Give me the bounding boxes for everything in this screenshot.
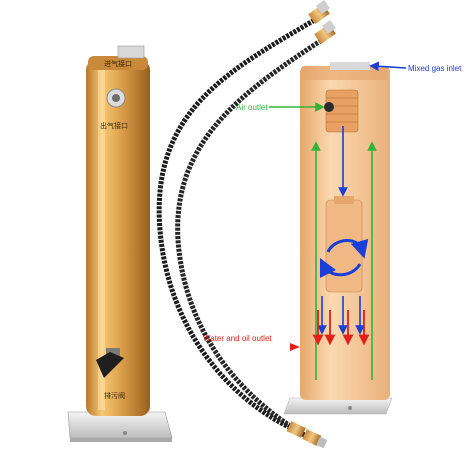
hose-fitting-bottom-1 <box>286 421 306 438</box>
air-outlet-port <box>324 102 334 112</box>
body-mid-marking: 出气接口 <box>100 121 128 130</box>
valve-handle[interactable] <box>96 352 124 378</box>
flow-arrows-red <box>312 310 370 346</box>
water-oil-outlet-arrow <box>290 343 300 351</box>
cylinder-highlight <box>98 66 105 410</box>
high-pressure-hoses <box>156 15 327 441</box>
top-bracket <box>117 45 145 59</box>
cutaway-mounting-hole <box>348 406 352 410</box>
swirl-arrow-icon <box>326 238 369 259</box>
mounting-hole <box>123 431 127 435</box>
outlet-fitting-bore <box>112 94 120 102</box>
hose-1 <box>156 15 320 433</box>
hose-fitting-top-1 <box>308 0 330 25</box>
swirl-arrow-icon <box>319 257 362 279</box>
filter-cylinder: 进气接口 出气接口 排污阀 <box>67 45 173 442</box>
air-outlet-label: Air outlet <box>236 103 268 112</box>
hose-fitting-bottom-2 <box>302 429 328 449</box>
flow-arrows-blue <box>317 61 407 335</box>
mixed-gas-inlet-label: Mixed gas inlet <box>408 64 462 73</box>
hose-fitting-top-2 <box>314 20 336 45</box>
body-bottom-marking: 排污阀 <box>104 391 125 400</box>
base-plate-edge <box>70 438 172 442</box>
water-oil-outlet-label: Water and oil outlet <box>203 334 272 343</box>
cutaway-base-plate <box>283 397 393 415</box>
cutaway-diagram <box>283 62 393 415</box>
drain-valve[interactable] <box>96 348 124 378</box>
hose-2 <box>175 35 327 441</box>
mixed-gas-leader-line <box>369 61 407 72</box>
inlet-block <box>330 62 370 70</box>
body-top-marking: 进气接口 <box>104 59 132 68</box>
top-cap <box>88 56 148 70</box>
